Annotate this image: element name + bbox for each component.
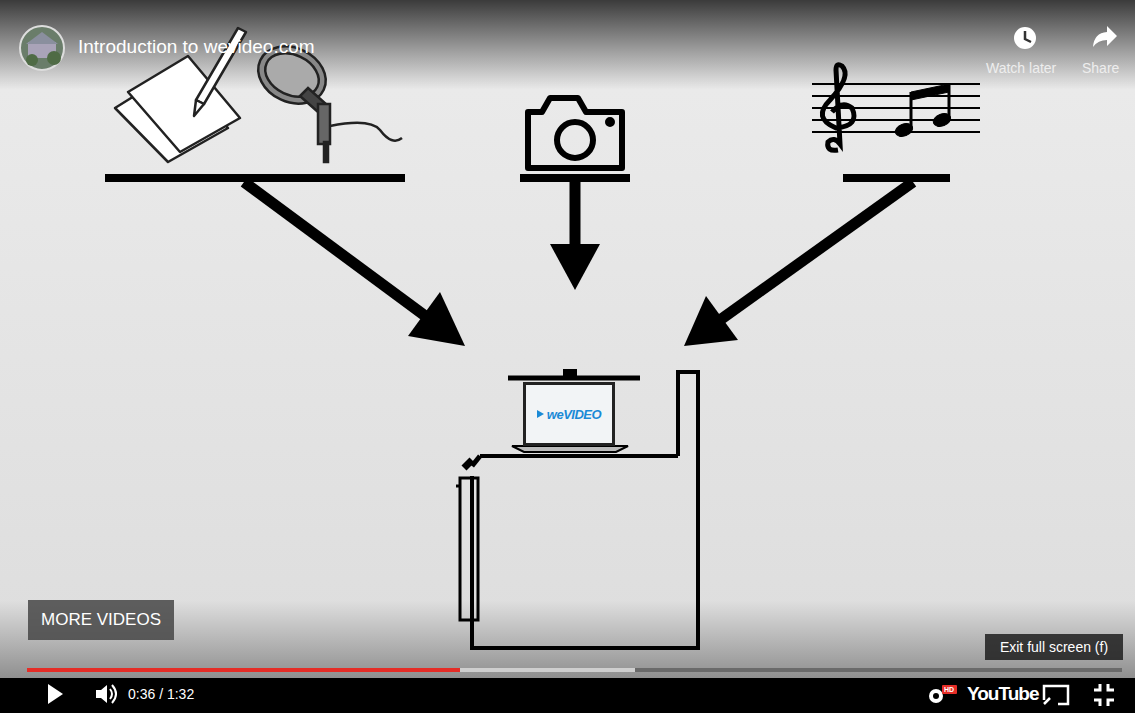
clock-icon [1014, 27, 1036, 49]
node-text-group: MORE VIDEOS [41, 610, 161, 630]
channel-avatar [20, 26, 64, 70]
exit-fullscreen-icon [1094, 684, 1114, 706]
desk-illustration [456, 371, 698, 648]
progress-bar [27, 668, 1122, 672]
share-icon [1093, 26, 1117, 47]
volume-icon [96, 685, 116, 703]
camera-icon [528, 98, 622, 168]
node-text-group: weVIDEO [537, 407, 601, 422]
node-text-group: Exit full screen (f) [1000, 639, 1108, 655]
time-display: 0:36 / 1:32 [128, 686, 194, 702]
play-icon [48, 684, 63, 704]
node-text: MORE VIDEOS [41, 610, 161, 630]
cast-icon [1044, 686, 1068, 704]
settings-gear-icon [929, 685, 957, 703]
control-bar [0, 678, 1135, 713]
bottom-shade [0, 600, 1135, 678]
more-videos-button: MORE VIDEOS [28, 600, 174, 640]
video-title: Introduction to wevideo.com [78, 36, 315, 58]
shelf-line [520, 174, 630, 182]
logo-row: weVIDEO [537, 407, 601, 422]
play-triangle [537, 410, 544, 418]
node-text: Exit full screen (f) [1000, 639, 1108, 655]
node-text: weVIDEO [547, 407, 601, 422]
tooltip-box: Exit full screen (f) [985, 634, 1123, 660]
hd-badge: HD [944, 686, 954, 693]
shelf-line [843, 174, 950, 182]
flow-arrows [244, 182, 913, 346]
laptop-screen: weVIDEO [523, 382, 615, 446]
share-label: Share [1082, 60, 1119, 76]
watch-later-label: Watch later [986, 60, 1056, 76]
music-staff-icon [812, 65, 980, 151]
shelf-line [105, 174, 405, 182]
youtube-logo: YouTube [967, 683, 1038, 705]
